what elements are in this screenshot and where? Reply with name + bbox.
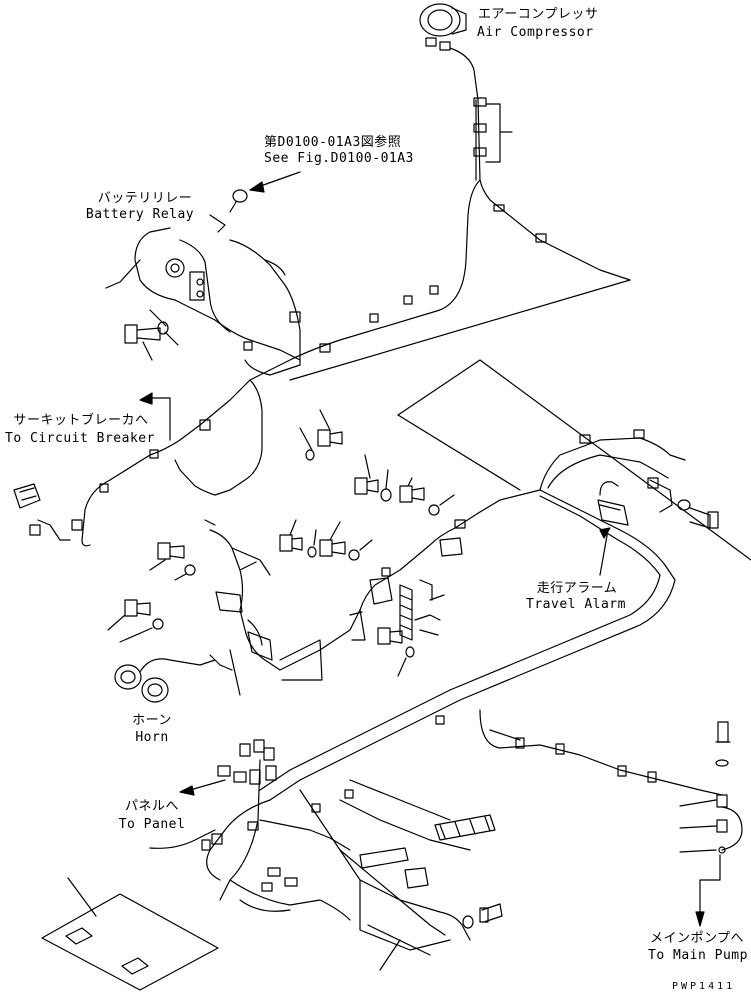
panel-label-en: To Panel: [118, 817, 186, 832]
main-pump-parts: [679, 721, 743, 927]
bolt-6: [319, 521, 373, 561]
travel-alarm-part: [597, 481, 629, 576]
platform-outline-upper: [289, 279, 631, 381]
panel-arrow: [189, 779, 226, 791]
bolt-5: [279, 519, 317, 558]
circuit-breaker-label-en: To Circuit Breaker: [5, 431, 155, 446]
circuit-breaker-arrow: [149, 397, 171, 441]
battery-relay-label-en: Battery Relay: [85, 207, 195, 222]
bolt-8: [107, 599, 164, 643]
panel-connector-cluster: [217, 739, 277, 785]
bolt-9: [377, 627, 415, 677]
travel-alarm-label-en: Travel Alarm: [526, 597, 626, 612]
bolt-4: [399, 477, 455, 516]
battery-relay-part: [165, 214, 226, 301]
bolt-10: [689, 507, 719, 529]
circuit-breaker-label-ja: サーキットブレーカへ: [13, 413, 149, 428]
bolt-3: [354, 454, 392, 502]
harness-right-upper: [539, 437, 686, 491]
air-compressor-part: [419, 3, 467, 51]
horn-label-en: Horn: [135, 730, 169, 745]
connector-stack: [399, 579, 441, 641]
travel-alarm-label-ja: 走行アラーム: [536, 581, 618, 596]
bolt-2: [299, 409, 343, 461]
horn-label-ja: ホーン: [132, 713, 172, 728]
harness-right-long: [269, 579, 676, 801]
horn-part: [114, 654, 233, 703]
drawing-code: PWP1411: [672, 981, 736, 992]
bolt-1: [124, 321, 179, 361]
see-fig-label-en: See Fig.D0100-01A3: [264, 151, 414, 166]
platform-outline-lower: [339, 849, 451, 951]
air-compressor-label-ja: エアーコンプレッサ: [478, 7, 599, 22]
battery-relay-label-ja: バッテリリレー: [97, 191, 193, 206]
harness-left: [81, 379, 251, 541]
harness-compressor: [449, 47, 631, 281]
main-pump-label-ja: メインポンプへ: [649, 931, 745, 946]
see-fig-label-ja: 第D0100-01A3図参照: [264, 135, 402, 150]
bolt-11: [462, 903, 503, 929]
panel-label-ja: パネルへ: [124, 799, 179, 814]
plug-row: [359, 814, 496, 889]
floor-mat: [41, 877, 219, 991]
harness-battery-relay: [134, 231, 301, 361]
bolt-7: [149, 542, 196, 581]
air-compressor-label-en: Air Compressor: [477, 25, 594, 40]
harness-middle: [209, 489, 541, 671]
main-pump-label-en: To Main Pump: [648, 948, 748, 963]
side-lamp-part: [13, 483, 41, 509]
